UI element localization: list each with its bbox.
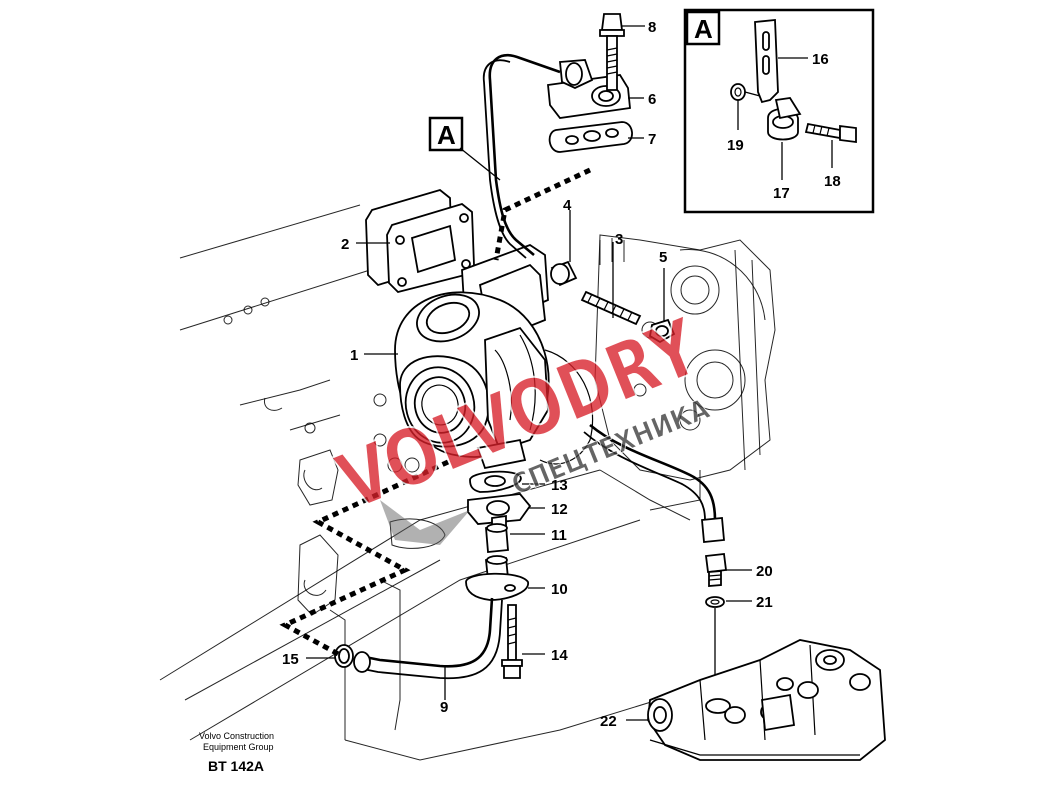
- callout-2: 2: [341, 236, 349, 253]
- oil-feed-pipe: [482, 53, 561, 259]
- callout-13: 13: [551, 477, 568, 494]
- stud-part-3: [580, 290, 642, 326]
- footer-company-line-2: Equipment Group: [203, 742, 274, 752]
- nut-part-5: [649, 318, 676, 344]
- bracket-part-16: [754, 19, 779, 104]
- spacer-part-4: [550, 260, 578, 287]
- leader-lines: [306, 25, 833, 721]
- flywheel-housing: [594, 234, 776, 511]
- flange-part-10: [465, 555, 529, 601]
- callout-1: 1: [350, 347, 358, 364]
- sleeve-part-11: [485, 523, 509, 553]
- assembly-dashed-line-lower: [279, 459, 450, 658]
- footer-diagram-code: BT 142A: [208, 758, 264, 774]
- callout-6: 6: [648, 91, 656, 108]
- oil-filter-housing-part-22: [647, 639, 886, 761]
- callout-20: 20: [756, 563, 773, 580]
- callout-19: 19: [727, 137, 744, 154]
- callout-16: 16: [812, 51, 829, 68]
- callout-10: 10: [551, 581, 568, 598]
- callout-3: 3: [615, 231, 623, 248]
- callout-15: 15: [282, 651, 299, 668]
- callout-21: 21: [756, 594, 773, 611]
- callout-17: 17: [773, 185, 790, 202]
- footer: Volvo Construction Equipment Group BT 14…: [199, 731, 274, 774]
- washer-part-21: [705, 596, 725, 608]
- footer-company-line-1: Volvo Construction: [199, 731, 274, 741]
- callout-5: 5: [659, 249, 667, 266]
- bolt-part-8: [599, 13, 625, 91]
- callout-7: 7: [648, 131, 656, 148]
- nut-part-19: [730, 83, 746, 101]
- callout-22: 22: [600, 713, 617, 730]
- callout-14: 14: [551, 647, 568, 664]
- detail-a-inset-label: A: [694, 14, 713, 44]
- oil-drain-pipe-part-9: [353, 597, 503, 680]
- o-ring-part-15: [334, 644, 354, 668]
- callout-18: 18: [824, 173, 841, 190]
- detail-a-callout: A: [428, 116, 501, 181]
- turbocharger-part-1: [394, 243, 594, 470]
- assembly-dashed-line-upper: [493, 167, 592, 261]
- engine-block-outline: [159, 204, 691, 761]
- gasket-part-7: [548, 121, 633, 153]
- callout-numbers: 1 2 3 4 5 6 7 8 9 10 11 12 13 14 15 16 1…: [282, 19, 841, 730]
- callout-4: 4: [563, 197, 572, 214]
- callout-9: 9: [440, 699, 448, 716]
- callout-8: 8: [648, 19, 656, 36]
- callout-12: 12: [551, 501, 568, 518]
- callout-11: 11: [551, 527, 567, 544]
- detail-a-inset: A: [683, 8, 875, 214]
- detail-a-callout-label: A: [437, 120, 456, 150]
- exhaust-gasket-part-2: [365, 189, 475, 293]
- gasket-part-13: [469, 470, 522, 493]
- bolt-part-14: [501, 604, 523, 679]
- union-part-20: [704, 553, 728, 587]
- oil-supply-pipe: [583, 424, 725, 543]
